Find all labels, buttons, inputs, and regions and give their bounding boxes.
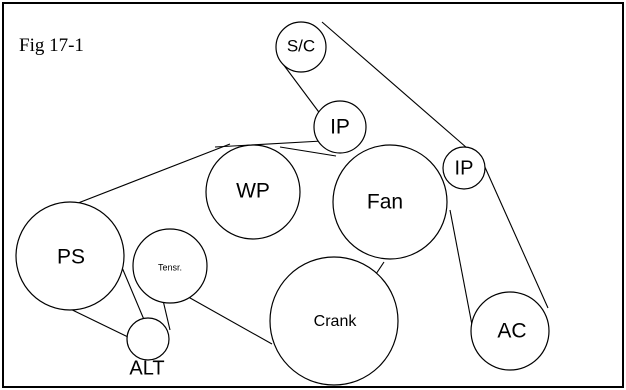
belt-wp-ip-lower bbox=[279, 146, 337, 157]
pulley-ac: AC bbox=[470, 291, 550, 371]
belt-wp-ip bbox=[214, 140, 323, 148]
belt-fan-ac bbox=[449, 209, 473, 326]
pulley-tensioner-label: Tensr. bbox=[158, 262, 182, 272]
belt-wp-ps bbox=[54, 143, 231, 213]
pulley-ip-top: IP bbox=[313, 100, 367, 154]
pulley-fan-label: Fan bbox=[367, 191, 403, 214]
pulley-ip-top-label: IP bbox=[330, 116, 350, 139]
pulley-ps-circle bbox=[15, 201, 125, 311]
pulley-ac-label: AC bbox=[497, 320, 526, 343]
pulley-ps-label: PS bbox=[57, 246, 85, 269]
figure-title: Fig 17-1 bbox=[19, 35, 84, 56]
pulley-wp: WP bbox=[205, 144, 301, 240]
pulley-ps: PS bbox=[15, 201, 125, 311]
pulley-sc: S/C bbox=[275, 21, 327, 73]
pulley-crank-label: Crank bbox=[314, 313, 358, 330]
pulley-tensioner-circle bbox=[132, 228, 208, 304]
pulley-alt-circle bbox=[126, 317, 170, 361]
pulley-sc-label: S/C bbox=[287, 36, 315, 55]
pulley-crank-circle bbox=[269, 256, 399, 386]
pulley-crank: Crank bbox=[269, 256, 399, 386]
belt-ipright-ac bbox=[483, 164, 549, 309]
pulley-wp-circle bbox=[205, 144, 301, 240]
pulley-alt: ALT bbox=[126, 317, 170, 379]
pulley-fan: Fan bbox=[332, 144, 448, 260]
belt-sc-ipright bbox=[321, 21, 468, 149]
pulley-ip-right-label: IP bbox=[455, 157, 474, 179]
belt-tensr-crank bbox=[182, 293, 273, 345]
pulley-ip-right: IP bbox=[442, 146, 486, 190]
pulley-ip-top-circle bbox=[313, 100, 367, 154]
pulley-ip-right-circle bbox=[442, 146, 486, 190]
pulley-tensioner: Tensr. bbox=[132, 228, 208, 304]
pulley-ac-circle bbox=[470, 291, 550, 371]
pulley-alt-label: ALT bbox=[129, 357, 164, 379]
pulley-sc-circle bbox=[275, 21, 327, 73]
pulley-fan-circle bbox=[332, 144, 448, 260]
pulley-wp-label: WP bbox=[236, 180, 270, 203]
